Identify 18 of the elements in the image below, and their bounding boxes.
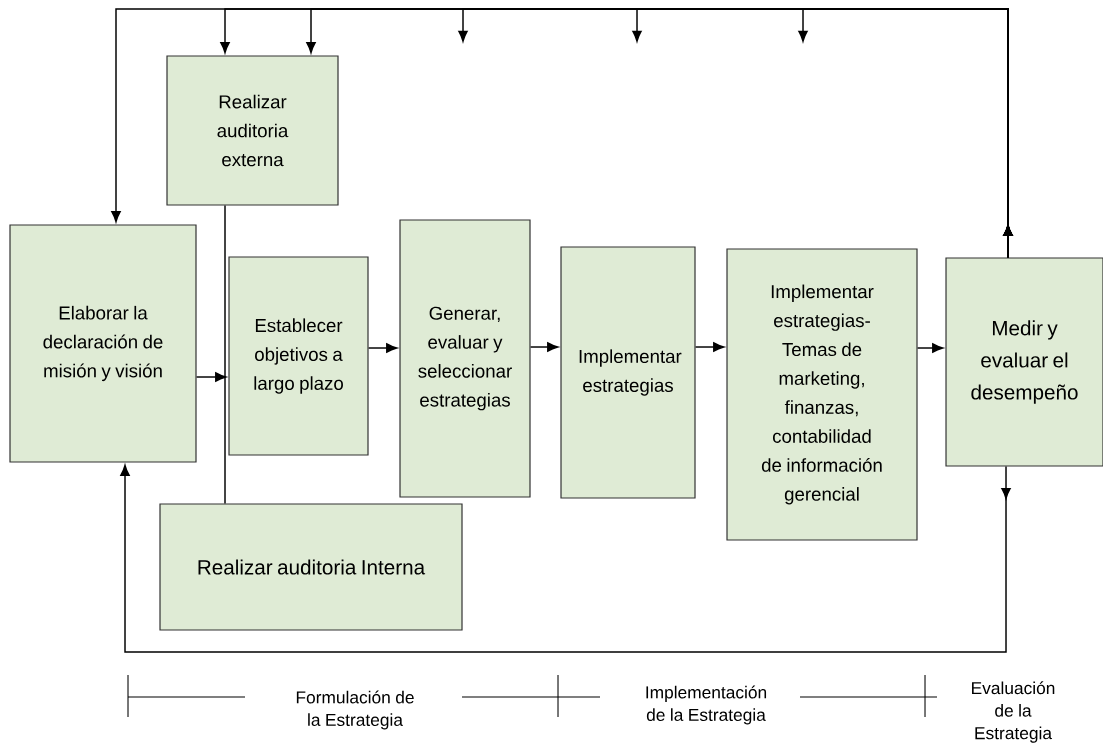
process-box: Realizar auditoria Interna	[159, 503, 463, 631]
process-box: Generar, evaluar y seleccionar estrategias	[399, 219, 531, 498]
arrow	[694, 342, 725, 352]
arrow	[916, 343, 944, 353]
arrow	[195, 372, 227, 382]
process-box: Establecer objetivos a largo plazo	[228, 256, 369, 456]
process-box: Implementar estrategias	[560, 246, 696, 499]
process-box: Realizar auditoria externa	[166, 55, 339, 206]
arrow	[798, 8, 1013, 259]
process-box: Implementar estrategias-Temas de marketing, finanzas, contabilidad de información gerencial	[726, 248, 918, 541]
process-box: Medir y evaluar el desempeño	[945, 257, 1103, 467]
phase-label: Implementación de la Estrategia	[646, 685, 767, 725]
arrow	[120, 464, 1011, 653]
arrow	[529, 342, 559, 352]
phase-label: Formulación de la Estrategia	[296, 690, 414, 730]
process-box: Elaborar la declaración de misión y visión	[9, 224, 197, 463]
arrow	[367, 343, 398, 353]
phase-label: Evaluación de la Estrategia	[972, 681, 1055, 743]
